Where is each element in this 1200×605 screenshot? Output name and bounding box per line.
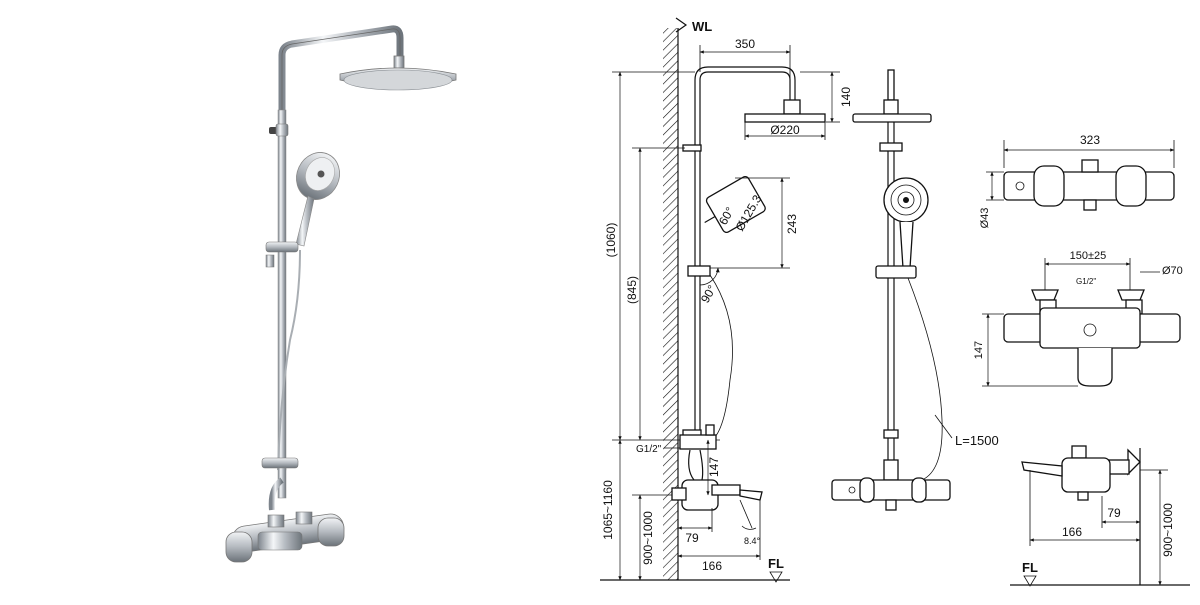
dim-side-floor-range: 900~1000 xyxy=(1161,503,1175,557)
mixer-inlet-thread-label: G1/2" xyxy=(1076,277,1096,286)
dim-escutcheon-diameter: Ø70 xyxy=(1162,265,1183,277)
mixer-front-view: 150±25 G1/2" Ø70 147 xyxy=(973,250,1183,387)
dim-total-height: (1060) xyxy=(604,223,618,258)
dim-mixer-height: 147 xyxy=(707,457,721,477)
dim-handshower-length: 243 xyxy=(785,214,799,234)
floor-level-label: FL xyxy=(768,556,784,571)
dim-head-diameter: Ø220 xyxy=(770,123,800,137)
side-view-drawing: WL 350 140 Ø220 60° Ø125.3 xyxy=(600,17,853,583)
dim-mixer-diameter: Ø43 xyxy=(979,208,991,229)
dim-holder-to-mixer: (845) xyxy=(625,276,639,304)
dim-arm-length: 350 xyxy=(735,37,755,51)
dim-mixer-front-height: 147 xyxy=(973,341,985,359)
mixer-side-view: 79 166 900~1000 FL xyxy=(1010,445,1190,587)
dim-side-projection: 166 xyxy=(1062,525,1082,539)
side-floor-level-label: FL xyxy=(1022,560,1038,575)
mixer-top-view: 323 Ø43 xyxy=(979,133,1175,229)
dim-head-height: 140 xyxy=(839,87,853,107)
dim-spout-angle: 8.4° xyxy=(744,536,761,546)
front-view-drawing: L=1500 xyxy=(831,69,999,511)
dim-mixer-centers: 150±25 xyxy=(1070,250,1107,262)
dim-install-range-mixer: 900~1000 xyxy=(641,511,655,565)
shower-column-photo xyxy=(225,25,457,563)
dim-side-reach: 79 xyxy=(1107,506,1121,520)
dim-mixer-width: 323 xyxy=(1080,133,1100,147)
dim-spout-reach: 79 xyxy=(685,531,699,545)
inlet-thread-label: G1/2" xyxy=(636,444,662,455)
dim-holder-swivel: 90° xyxy=(698,282,719,305)
wall-level-label: WL xyxy=(692,19,712,34)
hose-length-label: L=1500 xyxy=(955,433,999,448)
dim-install-range-total: 1065~1160 xyxy=(601,480,615,540)
dim-projection: 166 xyxy=(702,559,722,573)
